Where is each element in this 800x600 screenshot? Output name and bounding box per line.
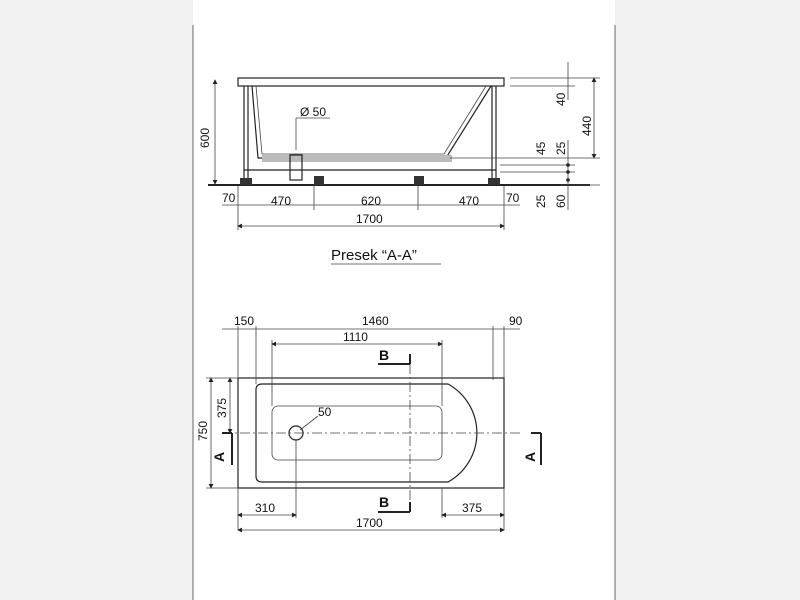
dim-440-label: 440 xyxy=(580,116,594,136)
drain-plan-label: 50 xyxy=(318,405,332,419)
section-b-top-label: B xyxy=(379,347,389,363)
foot-4 xyxy=(488,178,500,185)
dim-70-right-label: 70 xyxy=(506,191,520,205)
drain-diameter-label: Ø 50 xyxy=(300,105,326,119)
section-a-left-label: A xyxy=(211,452,227,462)
foot-3 xyxy=(414,176,424,185)
side-view: Ø 50 600 40 440 25 45 25 60 70 470 620 4… xyxy=(198,62,600,265)
dim-45-label: 45 xyxy=(534,141,548,155)
tub-outline xyxy=(237,377,505,489)
dim-1110-label: 1110 xyxy=(343,330,368,344)
plan-length-label: 1700 xyxy=(356,516,383,530)
dim-620-label: 620 xyxy=(361,194,381,208)
tub-body-inner xyxy=(255,85,487,155)
drawing-sheet xyxy=(193,0,615,600)
foot-2 xyxy=(314,176,324,185)
dim-90-label: 90 xyxy=(509,314,523,328)
foot-1 xyxy=(240,178,252,185)
section-a-right-label: A xyxy=(522,452,538,462)
length-1700-label: 1700 xyxy=(356,212,383,226)
tub-inner-basin xyxy=(255,383,478,483)
dim-dot-2 xyxy=(566,170,570,174)
dim-470-right-label: 470 xyxy=(459,194,479,208)
dim-375-left-label: 375 xyxy=(215,398,229,418)
dim-70-left-label: 70 xyxy=(222,191,236,205)
section-b-bottom-label: B xyxy=(379,494,389,510)
height-600-label: 600 xyxy=(198,128,212,148)
dim-25-bottom-label: 25 xyxy=(534,194,548,208)
dim-dot-1 xyxy=(566,163,570,167)
dim-310-label: 310 xyxy=(255,501,275,515)
dim-40-label: 40 xyxy=(554,92,568,106)
tub-rim xyxy=(237,77,505,87)
tub-bottom-board xyxy=(262,155,452,162)
dim-25-top-label: 25 xyxy=(554,141,568,155)
drain-pipe xyxy=(289,154,303,181)
dim-750-label: 750 xyxy=(196,421,210,441)
dim-375-bottom-label: 375 xyxy=(462,501,482,515)
dim-60-label: 60 xyxy=(554,194,568,208)
dim-1460-label: 1460 xyxy=(362,314,389,328)
section-caption: Presek “A-A” xyxy=(331,247,417,264)
dim-150-label: 150 xyxy=(234,314,254,328)
dim-470-left-label: 470 xyxy=(271,194,291,208)
dim-dot-3 xyxy=(566,178,570,182)
plan-view: 50 150 1460 90 1110 750 375 A A B xyxy=(196,314,542,533)
drain-plan-leader xyxy=(299,415,319,431)
